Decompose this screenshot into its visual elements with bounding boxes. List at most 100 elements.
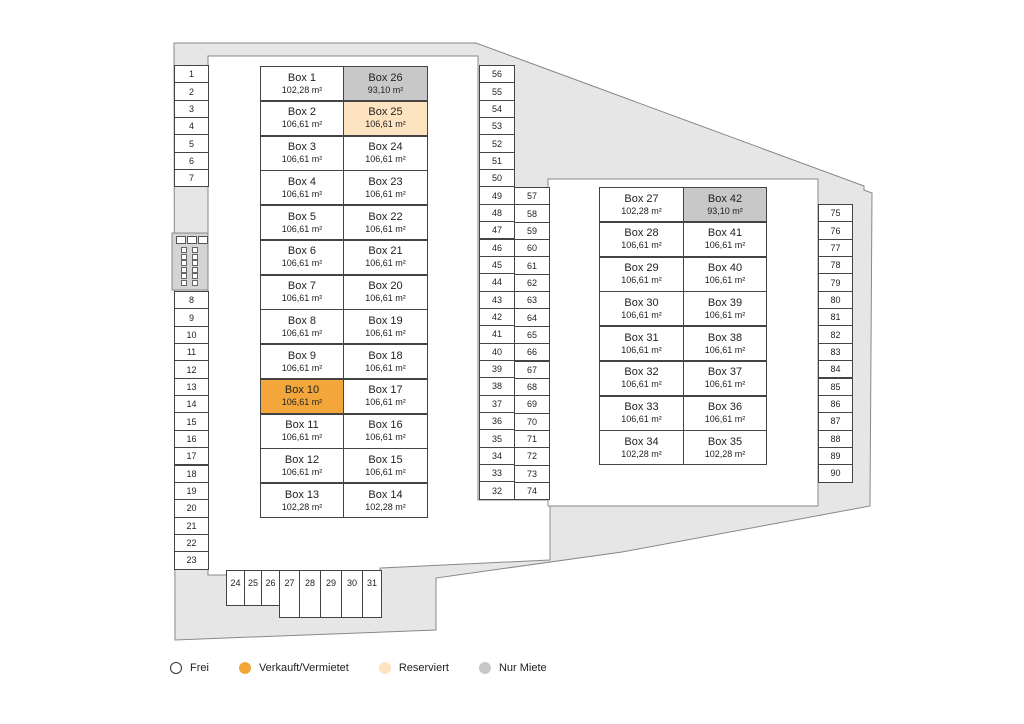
parking-slot: 6 [174, 151, 209, 171]
parking-slot: 42 [479, 307, 515, 327]
parking-slot: 90 [818, 464, 853, 483]
box-area: 93,10 m² [707, 205, 743, 216]
bin-slot-icon [192, 253, 198, 260]
box-name: Box 20 [368, 280, 403, 293]
parking-slot: 19 [174, 481, 209, 501]
parking-slot: 57 [514, 187, 550, 206]
box-name: Box 35 [707, 435, 743, 448]
parking-slot: 74 [514, 481, 550, 501]
legend-item: Reserviert [378, 662, 449, 674]
box-area: 106,61 m² [704, 309, 746, 320]
parking-slot: 15 [174, 412, 209, 431]
parking-slot: 78 [818, 256, 853, 275]
parking-slot: 23 [174, 551, 209, 570]
box-area: 106,61 m² [365, 258, 406, 269]
parking-slot: 13 [174, 377, 209, 397]
box-name: Box 30 [624, 296, 659, 309]
box-name: Box 22 [368, 210, 403, 223]
box-area: 102,28 m² [704, 448, 746, 459]
parking-slot: 44 [479, 273, 515, 292]
parking-slot: 62 [514, 273, 550, 293]
parking-slot: 30 [341, 570, 363, 618]
parking-slot: 83 [818, 342, 853, 362]
box-area: 106,61 m² [621, 275, 662, 285]
box-name: Box 3 [287, 141, 317, 154]
parking-slot: 46 [479, 238, 515, 257]
box-name: Box 9 [287, 349, 317, 362]
parking-slot: 18 [174, 464, 209, 483]
box-area: 106,61 m² [621, 240, 662, 251]
box-area: 102,28 m² [281, 501, 323, 512]
parking-slot: 36 [479, 412, 515, 431]
bin-slot-icon [192, 266, 198, 273]
bin-lid-icon [187, 236, 197, 244]
parking-slot: 64 [514, 308, 550, 327]
parking-slot: 77 [818, 238, 853, 258]
box-name: Box 15 [368, 453, 403, 466]
parking-slot: 69 [514, 395, 550, 414]
box-area: 106,61 m² [281, 154, 323, 165]
parking-slot: 16 [174, 429, 209, 449]
box-name: Box 7 [287, 280, 317, 293]
box-area: 106,61 m² [281, 362, 323, 373]
box-name: Box 1 [287, 71, 317, 84]
bin-slot-icon [181, 253, 187, 260]
parking-slot: 61 [514, 256, 550, 275]
parking-slot: 79 [818, 273, 853, 292]
box-name: Box 5 [287, 210, 317, 223]
parking-slot: 54 [479, 99, 515, 119]
box-name: Box 18 [368, 349, 403, 362]
parking-slot: 22 [174, 533, 209, 553]
parking-slot: 5 [174, 134, 209, 153]
parking-slot: 8 [174, 291, 209, 310]
parking-slot: 17 [174, 447, 209, 466]
parking-slot: 60 [514, 239, 550, 258]
box-area: 106,61 m² [281, 327, 323, 338]
legend-label: Frei [190, 662, 209, 674]
bin-slot-icon [181, 247, 187, 253]
box-area: 102,28 m² [621, 448, 662, 459]
